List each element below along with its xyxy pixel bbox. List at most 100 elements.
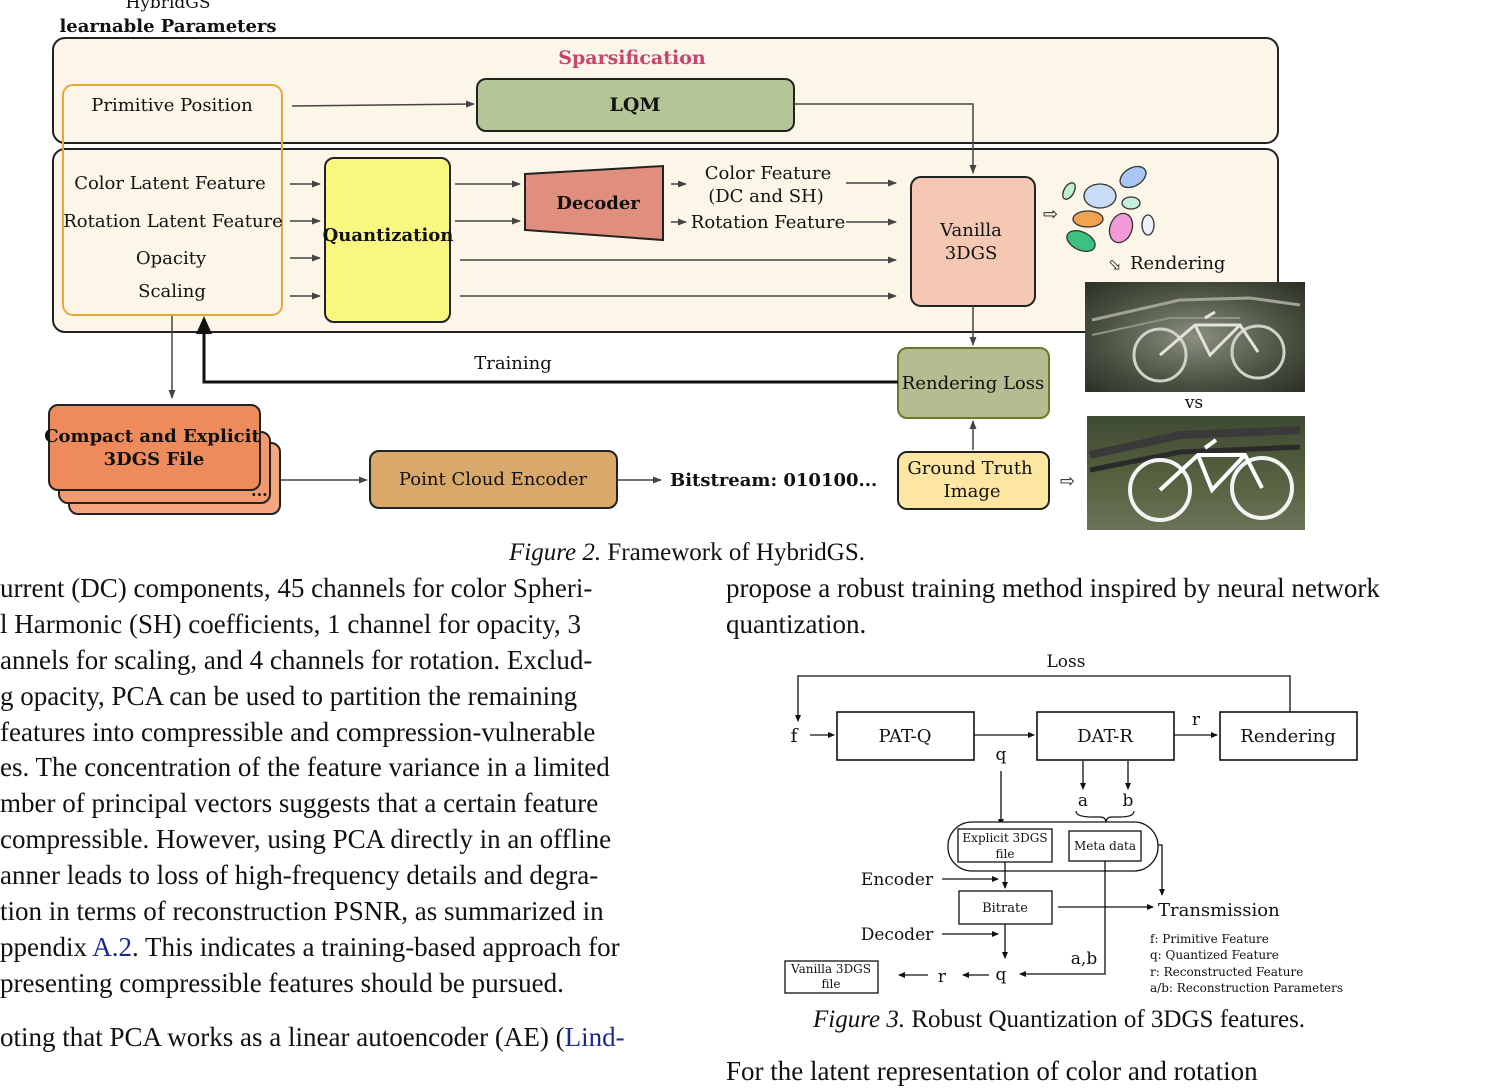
vanilla-3dgs-label-1: Vanilla [939,220,1002,241]
right-line-1: propose a robust training method inspire… [726,573,1380,603]
figure-3-caption-text: Robust Quantization of 3DGS features. [905,1006,1306,1033]
rendered-bicycle-image [1085,282,1305,392]
color-feature-sub-label: (DC and SH) [708,186,824,207]
ab-label: a,b [1071,949,1098,969]
training-feedback-arrow [196,316,898,384]
figure-2-caption-text: Framework of HybridGS. [601,539,865,566]
appendix-prefix: ppendix [0,931,93,962]
appendix-suffix: . This indicates a training-based approa… [132,931,620,962]
compact-file-box [48,404,261,491]
ground-truth-label-1: Ground Truth [907,458,1033,479]
left-line-7: mber of principal vectors suggests that … [0,788,599,819]
legend-r: r: Reconstructed Feature [1150,965,1303,979]
learnable-parameters-outline [62,84,283,316]
figure-3-quantization-diagram: Loss f PAT-Q q DAT-R r Rendering a b Exp… [784,652,1358,995]
left-paragraph-2: oting that PCA works as a linear autoenc… [0,1020,625,1056]
left-line-11: ppendix A.2. This indicates a training-b… [0,930,620,966]
bitrate-box [958,890,1053,925]
meta-data-label: Meta data [1074,839,1136,853]
learnable-parameters-title: learnable Parameters [59,16,276,37]
ground-truth-box [897,451,1050,510]
left-line-9: anner leads to loss of high-frequency de… [0,860,599,891]
right-line-bottom: For the latent representation of color a… [726,1056,1258,1086]
left-line-5: features into compressible and compressi… [0,716,596,747]
right-line-2: quantization. [726,608,867,639]
patq-label: PAT-Q [879,726,932,747]
left-column-text: urrent (DC) components, 45 channels for … [0,571,620,1002]
scaling-label: Scaling [138,281,206,302]
vanilla-3dgs-box [910,176,1036,307]
compact-file-ellipsis: ... [251,481,268,500]
opacity-label: Opacity [136,248,207,269]
left-line-10: tion in terms of reconstruction PSNR, as… [0,896,604,927]
datr-box [1036,711,1175,761]
arrow-meta-to-transmission [1158,844,1165,896]
lqm-box [476,78,795,132]
explicit-file-label-1: Explicit 3DGS [962,831,1047,845]
hollow-arrow-icon: ⇨ [1043,204,1058,225]
bitrate-label: Bitrate [982,901,1028,916]
left-line-8: compressible. However, using PCA directl… [0,824,612,855]
vanilla-file-label-2: file [822,977,841,991]
datr-label: DAT-R [1077,726,1133,747]
lqm-label: LQM [610,94,661,116]
meta-data-box [1068,830,1142,862]
f-label: f [790,725,799,747]
appendix-link[interactable]: A.2 [92,931,132,962]
vanilla-file-label-1: Vanilla 3DGS [790,962,871,976]
ab-brace [1075,810,1135,824]
color-latent-feature-label: Color Latent Feature [74,173,266,194]
color-feature-label: Color Feature [705,163,832,184]
hollow-arrow-icon-2: ⇨ [1060,471,1075,492]
b-label: b [1123,791,1134,811]
a-label: a [1078,791,1088,811]
loss-label: Loss [1047,652,1086,672]
decoder-label: Decoder [556,193,640,214]
arrow-position-to-lqm [291,100,475,108]
figure-3-caption: Figure 3. Robust Quantization of 3DGS fe… [813,1006,1305,1034]
quantization-label: Quantization [323,225,454,246]
primitive-position-label: Primitive Position [91,95,253,116]
left-line-12: presenting compressible features should … [0,967,564,998]
rotation-latent-feature-label: Rotation Latent Feature [63,211,283,232]
arrow-meta-to-q [1019,861,1106,977]
r-label-top: r [1192,710,1201,730]
q-label-bottom: q [996,965,1007,985]
rotation-feature-label: Rotation Feature [691,212,845,233]
legend-f: f: Primitive Feature [1150,932,1269,946]
loss-feedback-arrow [795,675,1291,722]
patq-box [836,711,975,761]
left-line-3: annels for scaling, and 4 channels for r… [0,644,593,675]
point-cloud-encoder-label: Point Cloud Encoder [399,469,588,490]
left-line-2: l Harmonic (SH) coefficients, 1 channel … [0,608,582,639]
rendering-label-fig3: Rendering [1240,726,1335,747]
figure-2-caption-label: Figure 2. [509,539,602,566]
encoder-label: Encoder [861,870,934,890]
vanilla-file-box [784,960,879,994]
ground-truth-label-2: Image [943,481,1000,502]
legend-ab: a/b: Reconstruction Parameters [1150,981,1343,995]
r-label-bottom: r [938,967,947,987]
vs-label: vs [1184,393,1203,413]
decoder-label-fig3: Decoder [861,925,934,945]
legend-q: q: Quantized Feature [1150,948,1279,962]
rendering-box [1219,711,1358,761]
compact-file-label-1: Compact and Explicit [44,426,260,447]
left-p2-line-1: oting that PCA works as a linear autoenc… [0,1020,625,1056]
left-line-6: es. The concentration of the feature var… [0,752,610,783]
right-column-text: propose a robust training method inspire… [726,571,1380,643]
rendering-label: Rendering [1130,253,1225,274]
explicit-file-label-2: file [996,847,1015,861]
vanilla-3dgs-label-2: 3DGS [945,243,998,264]
explicit-file-box [957,828,1053,863]
arrow-lqm-to-vanilla [794,103,977,174]
lindsay-citation-link[interactable]: Lind- [564,1022,625,1052]
left-line-1: urrent (DC) components, 45 channels for … [0,573,593,603]
quantization-box [324,157,451,323]
rendering-loss-label: Rendering Loss [902,373,1044,394]
ground-truth-bicycle-image [1087,416,1305,530]
p2-prefix: oting that PCA works as a linear autoenc… [0,1022,565,1052]
figure-2-framework-diagram: HybridGS learnable Parameters Sparsifica… [44,0,1305,530]
decoder-box [524,164,664,242]
right-bottom-line: For the latent representation of color a… [726,1054,1258,1090]
